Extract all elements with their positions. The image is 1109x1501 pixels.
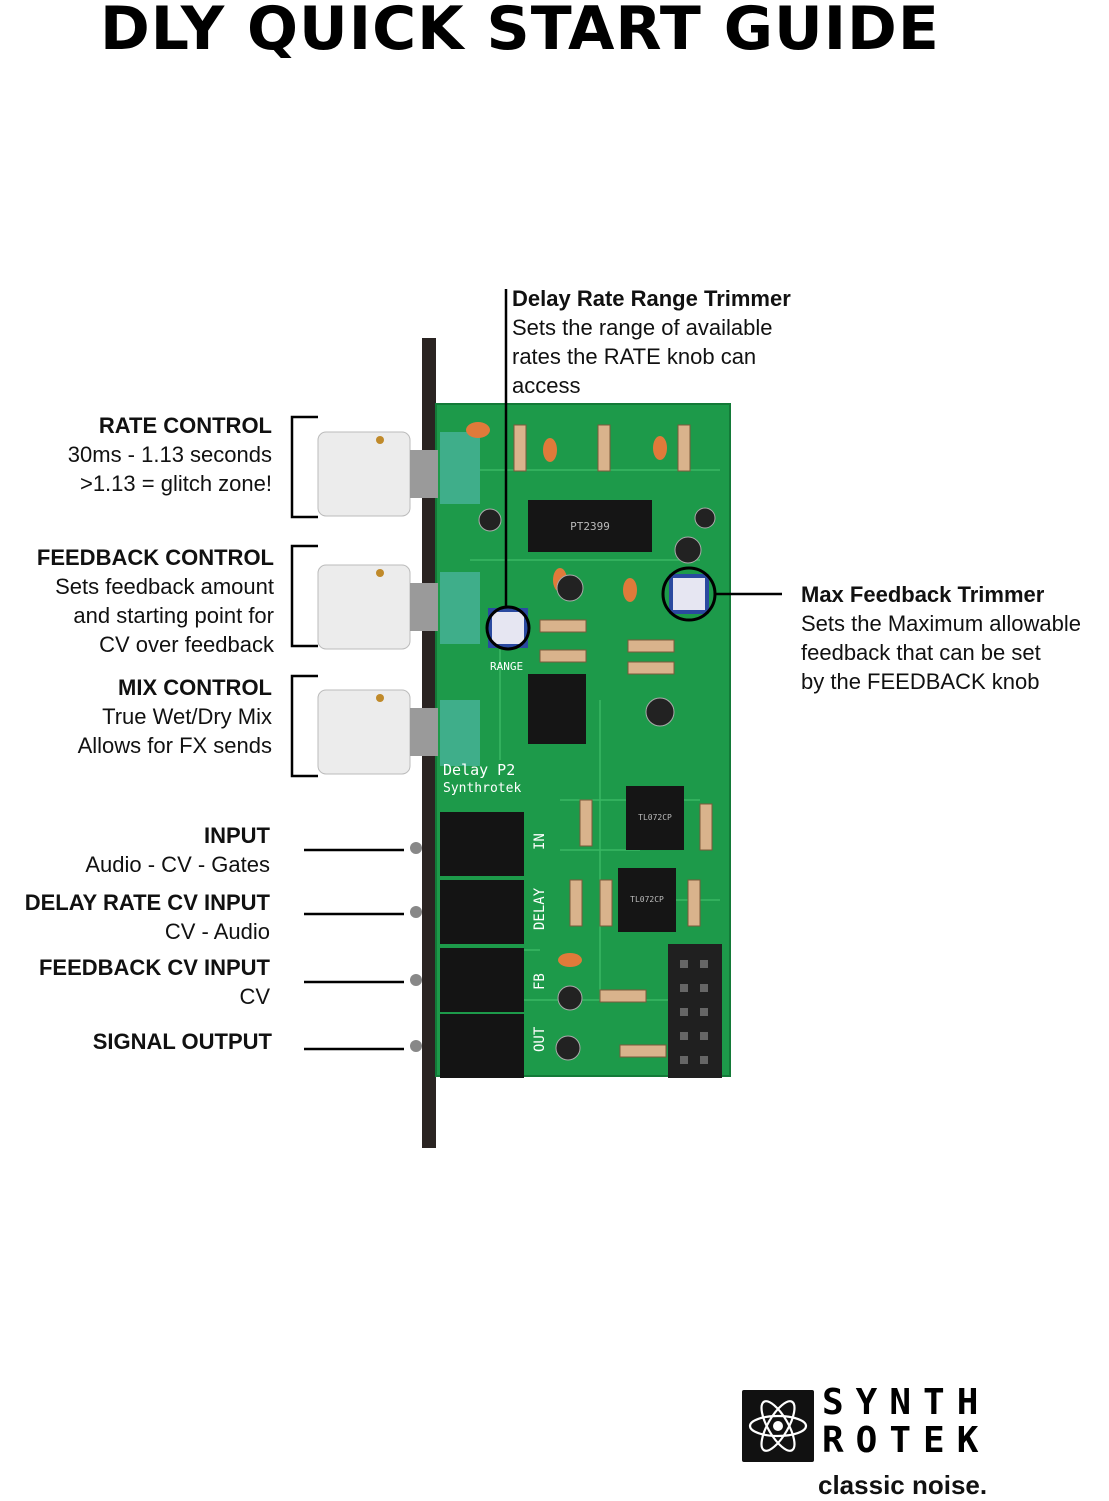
max-feedback-trimmer	[661, 566, 717, 622]
label-feedback-line1: Sets feedback amount	[55, 574, 274, 599]
bracket-mix	[290, 674, 318, 778]
label-max-feedback-line3: by the FEEDBACK knob	[801, 669, 1040, 694]
label-max-feedback-line2: feedback that can be set	[801, 640, 1041, 665]
range-trimmer	[485, 605, 531, 651]
label-mix-line1: True Wet/Dry Mix	[102, 704, 272, 729]
synthrotek-logo: SYNTH ROTEK	[742, 1384, 1082, 1464]
silk-range: RANGE	[490, 660, 523, 673]
label-mix-heading: MIX CONTROL	[118, 675, 272, 700]
label-feedback-heading: FEEDBACK CONTROL	[36, 545, 274, 570]
label-range-trimmer: Delay Rate Range Trimmer Sets the range …	[512, 284, 842, 400]
jacks	[410, 812, 524, 1078]
silk-jack-delay: DELAY	[532, 887, 548, 930]
ceramic-caps	[466, 422, 667, 967]
components	[513, 424, 713, 1058]
label-rate-heading: RATE CONTROL	[98, 413, 272, 438]
label-range-trimmer-line1: Sets the range of available	[512, 315, 773, 340]
label-feedback-cv-heading: FEEDBACK CV INPUT	[38, 955, 270, 980]
label-range-trimmer-line3: access	[512, 373, 581, 398]
label-delay-cv-line1: CV - Audio	[164, 919, 270, 944]
feedback-knob	[317, 564, 438, 650]
label-feedback-line2: and starting point for	[73, 603, 274, 628]
chip-u4-label: TL072CP	[630, 895, 664, 904]
chip-u1	[528, 500, 652, 552]
rate-knob	[317, 431, 438, 517]
label-feedback-line3: CV over feedback	[99, 632, 274, 657]
page-title: DLY QUICK START GUIDE	[100, 0, 940, 64]
chip-u2	[528, 674, 586, 744]
silk-jack-in: IN	[532, 833, 548, 850]
chip-u3-label: TL072CP	[638, 813, 672, 822]
silk-jack-fb: FB	[532, 973, 548, 990]
silk-name: Delay P2	[443, 761, 515, 779]
silk-jack-out: OUT	[532, 1026, 548, 1052]
chip-u4	[618, 868, 676, 932]
label-range-trimmer-line2: rates the RATE knob can	[512, 344, 757, 369]
electrolytic-caps	[478, 507, 716, 1061]
label-rate-control: RATE CONTROL 30ms - 1.13 seconds >1.13 =…	[30, 411, 272, 498]
label-max-feedback-heading: Max Feedback Trimmer	[801, 582, 1045, 607]
bracket-rate	[290, 415, 318, 519]
label-delay-cv-heading: DELAY RATE CV INPUT	[24, 890, 270, 915]
callout-lines	[290, 289, 782, 1051]
label-feedback-cv-line1: CV	[239, 984, 270, 1009]
logo-line1: SYNTH	[822, 1382, 991, 1423]
logo-line2: ROTEK	[822, 1420, 991, 1461]
chip-u1-label: PT2399	[570, 520, 610, 533]
label-rate-line1: 30ms - 1.13 seconds	[67, 442, 272, 467]
label-feedback-cv: FEEDBACK CV INPUT CV	[10, 953, 270, 1011]
label-mix-line2: Allows for FX sends	[77, 733, 272, 758]
label-mix-control: MIX CONTROL True Wet/Dry Mix Allows for …	[30, 673, 272, 760]
atom-icon	[742, 1390, 814, 1462]
label-max-feedback-line1: Sets the Maximum allowable	[801, 611, 1082, 636]
bracket-feedback	[290, 544, 318, 648]
label-max-feedback-trimmer: Max Feedback Trimmer Sets the Maximum al…	[801, 580, 1107, 696]
silk-brand: Synthrotek	[443, 781, 521, 796]
label-input-heading: INPUT	[204, 823, 270, 848]
label-delay-rate-cv: DELAY RATE CV INPUT CV - Audio	[0, 888, 270, 946]
logo-wordmark: SYNTH ROTEK	[822, 1384, 990, 1460]
label-range-trimmer-heading: Delay Rate Range Trimmer	[512, 286, 791, 311]
label-input: INPUT Audio - CV - Gates	[30, 821, 270, 879]
logo-tagline: classic noise.	[818, 1470, 988, 1500]
mix-knob	[317, 689, 438, 775]
label-rate-line2: >1.13 = glitch zone!	[79, 471, 272, 496]
label-feedback-control: FEEDBACK CONTROL Sets feedback amount an…	[10, 543, 274, 659]
label-output-heading: SIGNAL OUTPUT	[92, 1029, 272, 1054]
power-header	[668, 944, 722, 1078]
label-signal-output: SIGNAL OUTPUT	[30, 1027, 272, 1056]
chip-u3	[626, 786, 684, 850]
label-input-line1: Audio - CV - Gates	[85, 852, 270, 877]
